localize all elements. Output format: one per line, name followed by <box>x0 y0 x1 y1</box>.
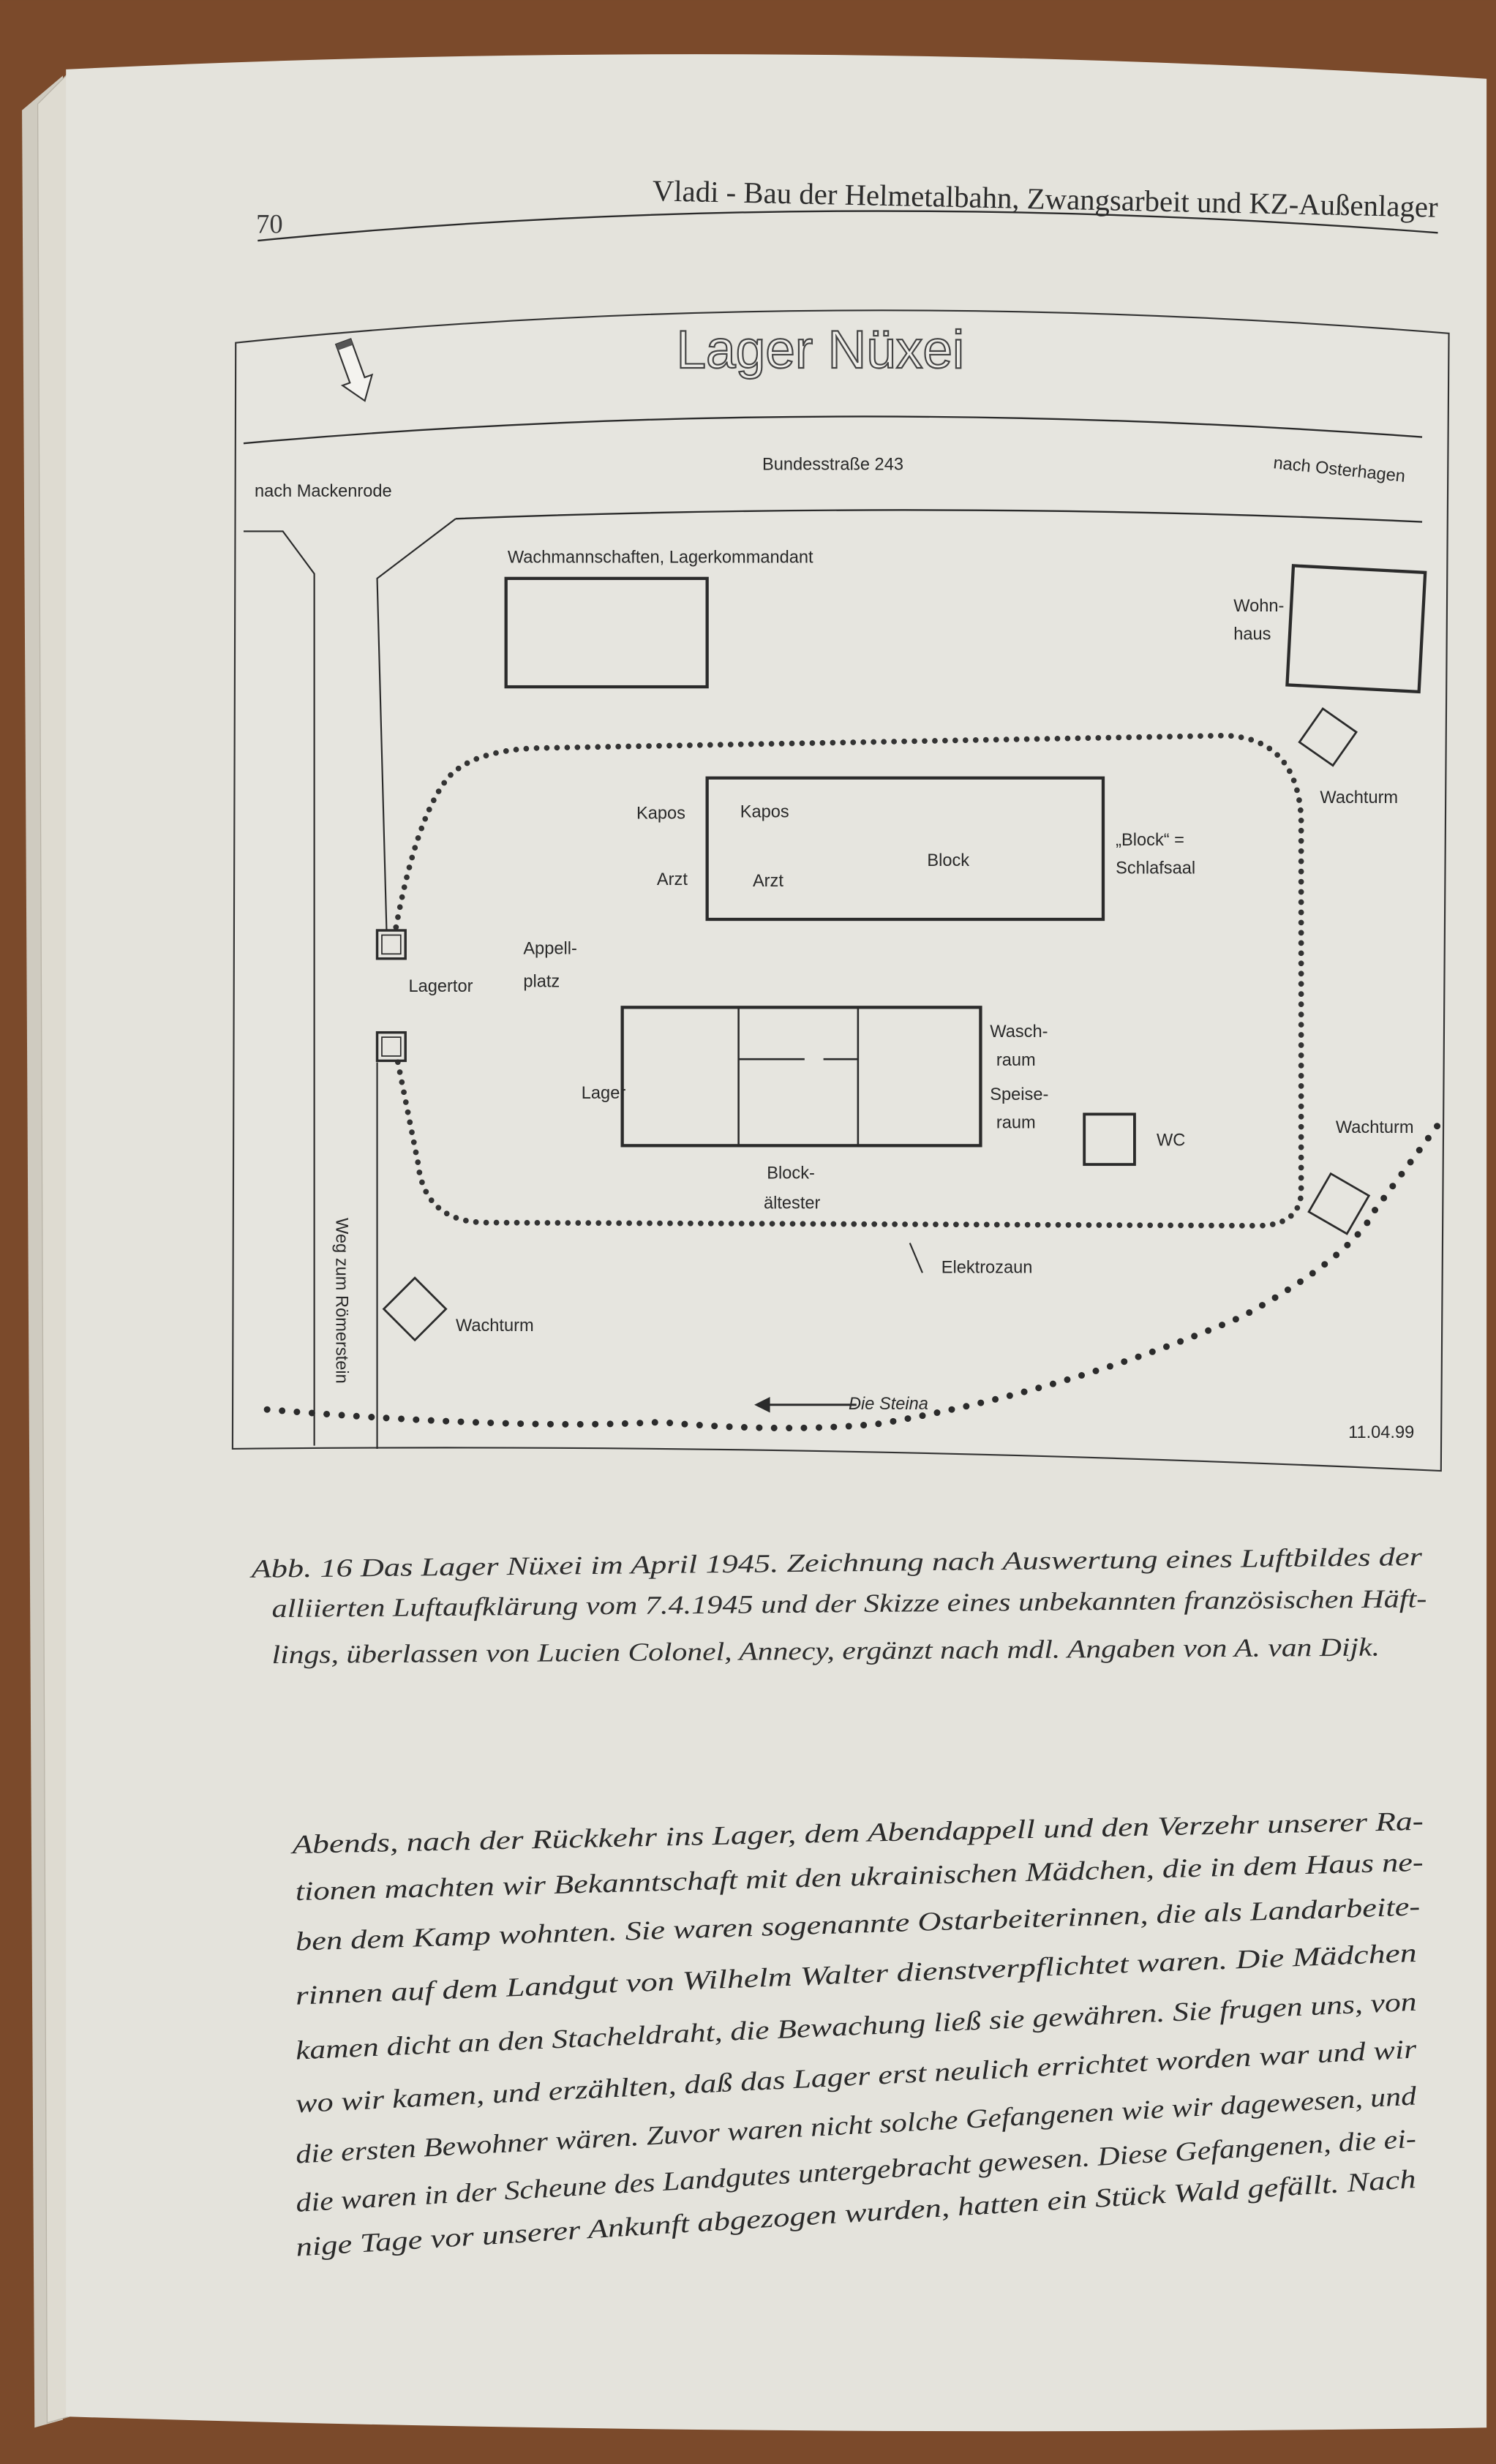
label-waschraum-1: Wasch- <box>990 1022 1048 1041</box>
north-arrow-icon <box>334 338 374 402</box>
road-edge-bottom <box>455 509 1423 523</box>
figure-caption: Abb. 16 Das Lager Nüxei im April 1945. Z… <box>249 1542 1427 1669</box>
label-kapos-inner: Kapos <box>740 802 789 821</box>
label-kapos-outer: Kapos <box>636 805 685 824</box>
label-waschraum-2: raum <box>996 1051 1036 1070</box>
label-speiseraum-1: Speise- <box>990 1085 1048 1104</box>
label-die-steina: Die Steina <box>849 1395 928 1414</box>
label-arzt-inner: Arzt <box>753 872 783 891</box>
label-arzt-outer: Arzt <box>657 870 688 889</box>
header-rule <box>258 210 1438 242</box>
gate-post-top <box>375 929 407 960</box>
label-lagertor: Lagertor <box>409 977 473 996</box>
label-block: Block <box>927 851 969 870</box>
label-appellplatz-2: platz <box>523 972 560 991</box>
gate-post-bottom <box>375 1031 407 1063</box>
label-blockaeltester-1: Block- <box>767 1164 815 1183</box>
wohnhaus-building <box>1285 564 1427 694</box>
label-wohnhaus-1: Wohn- <box>1233 597 1284 616</box>
river-steina <box>263 1121 1442 1432</box>
label-speiseraum-2: raum <box>996 1114 1036 1133</box>
label-guards: Wachmannschaften, Lagerkommandant <box>508 548 813 567</box>
label-elektrozaun: Elektrozaun <box>941 1258 1033 1277</box>
river-direction-arrow-icon <box>754 1397 857 1413</box>
diagram-title: Lager Nüxei <box>676 320 964 380</box>
storage-wash-building <box>620 1006 982 1148</box>
watchtower-bottom-left <box>382 1276 448 1342</box>
label-appellplatz-1: Appell- <box>523 939 577 958</box>
label-watchtower-3: Wachturm <box>456 1316 534 1335</box>
wc-building <box>1083 1112 1136 1167</box>
sleeping-block <box>705 776 1105 922</box>
camp-diagram: Lager Nüxei nach Mackenrode Bundesstraße… <box>231 309 1450 1472</box>
road-edge-top <box>243 415 1423 445</box>
label-wc: WC <box>1157 1131 1185 1150</box>
watchtower-top-right <box>1298 707 1358 767</box>
label-block-definition-2: Schlafsaal <box>1116 859 1195 878</box>
label-date: 11.04.99 <box>1348 1423 1414 1442</box>
guards-building <box>504 576 709 689</box>
label-block-definition-1: „Block“ = <box>1116 831 1184 850</box>
page-number: 70 <box>256 208 283 238</box>
label-watchtower-2: Wachturm <box>1336 1118 1414 1137</box>
watchtower-right <box>1307 1172 1371 1235</box>
label-wohnhaus-2: haus <box>1233 625 1271 644</box>
label-bundesstrasse: Bundesstraße 243 <box>762 456 903 475</box>
label-nach-mackenrode: nach Mackenrode <box>255 482 392 501</box>
label-weg-zum-roemerstein: Weg zum Römerstein <box>332 1218 351 1384</box>
label-lager: Lager <box>582 1084 626 1103</box>
label-watchtower-1: Wachturm <box>1320 788 1398 807</box>
diagram-frame <box>231 309 1450 1472</box>
label-blockaeltester-2: ältester <box>764 1194 821 1213</box>
